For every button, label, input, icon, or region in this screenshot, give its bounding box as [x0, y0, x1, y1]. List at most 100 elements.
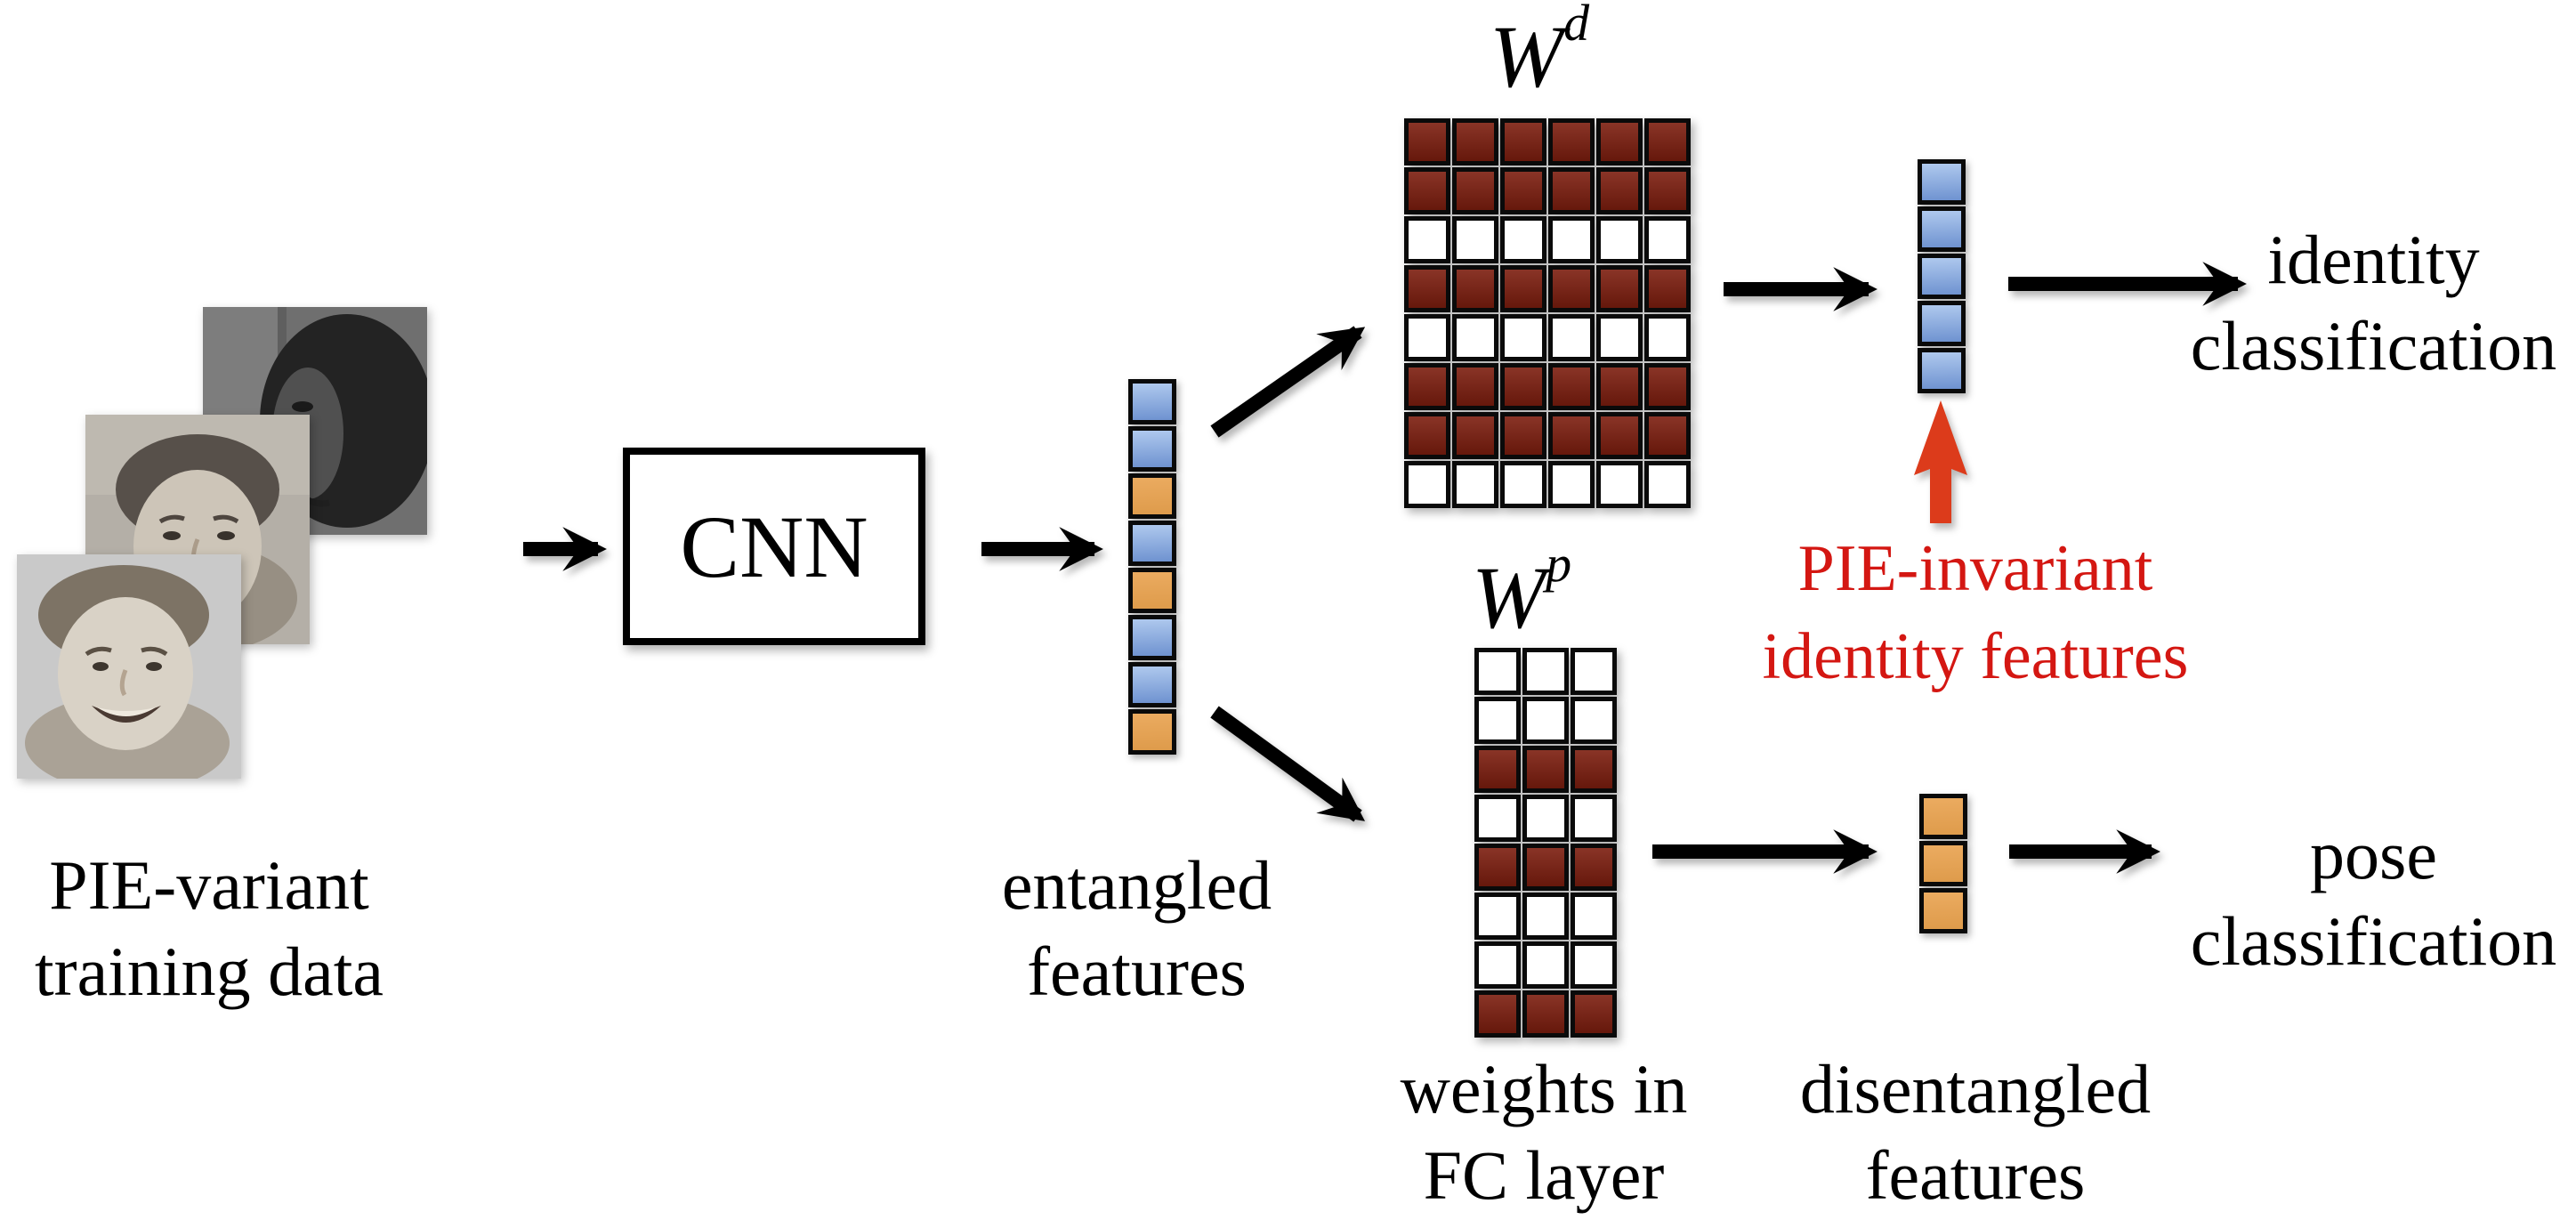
pie-invariant-line1: PIE-invariant [1797, 532, 2153, 605]
weight-cell-r5-c0 [1474, 893, 1521, 940]
pose-classification-line2: classification [2190, 902, 2557, 980]
weight-cell-r7-c0 [1404, 461, 1450, 508]
weight-cell-r2-c1 [1522, 746, 1569, 793]
weight-cell-r3-c3 [1548, 265, 1595, 312]
weight-cell-r6-c3 [1548, 412, 1595, 459]
wd-weight-matrix [1404, 118, 1691, 508]
weight-cell-r7-c2 [1571, 990, 1617, 1038]
weight-cell-r4-c5 [1644, 314, 1691, 361]
weight-cell-r2-c1 [1452, 216, 1498, 263]
weight-cell-r7-c1 [1522, 990, 1569, 1038]
weight-cell-r1-c1 [1452, 167, 1498, 214]
arrow-entangled-to-wp [1210, 706, 1366, 822]
training-data-line1: PIE-variant [49, 846, 369, 924]
weight-cell-r5-c1 [1522, 893, 1569, 940]
identity-classification-line1: identity [2267, 221, 2480, 298]
face-image [85, 415, 310, 644]
feature-cell-orange-2 [1919, 888, 1967, 933]
weight-cell-r0-c3 [1548, 118, 1595, 166]
weight-cell-r2-c2 [1500, 216, 1546, 263]
feature-cell-blue-1 [1918, 206, 1966, 252]
weight-cell-r2-c2 [1571, 746, 1617, 793]
disentangled-line1: disentangled [1799, 1050, 2152, 1127]
face-photo-frontal [85, 415, 310, 644]
weight-cell-r6-c4 [1596, 412, 1643, 459]
weight-cell-r3-c1 [1522, 795, 1569, 842]
weights-fc-line1: weights in [1400, 1050, 1688, 1127]
weight-cell-r6-c2 [1500, 412, 1546, 459]
weight-cell-r5-c3 [1548, 363, 1595, 410]
weight-cell-r1-c1 [1522, 697, 1569, 744]
weight-cell-r1-c4 [1596, 167, 1643, 214]
weight-cell-r2-c4 [1596, 216, 1643, 263]
weight-cell-r5-c2 [1571, 893, 1617, 940]
weight-cell-r3-c5 [1644, 265, 1691, 312]
wd-matrix-label: Wd [1441, 0, 1637, 108]
weight-cell-r1-c5 [1644, 167, 1691, 214]
feature-cell-blue-5 [1128, 615, 1176, 660]
pose-classification-line1: pose [2310, 816, 2437, 893]
face-photo-smiling [17, 554, 241, 779]
identity-classification-line2: classification [2190, 307, 2557, 384]
feature-cell-blue-0 [1918, 159, 1966, 205]
weight-cell-r5-c1 [1452, 363, 1498, 410]
feature-cell-blue-2 [1918, 254, 1966, 299]
weight-cell-r6-c0 [1404, 412, 1450, 459]
pose-classification-label: pose classification [2171, 812, 2576, 984]
entangled-line2: features [1027, 933, 1247, 1010]
weight-cell-r5-c0 [1404, 363, 1450, 410]
weight-cell-r0-c2 [1500, 118, 1546, 166]
weight-cell-r3-c0 [1474, 795, 1521, 842]
weight-cell-r4-c1 [1452, 314, 1498, 361]
feature-cell-blue-6 [1128, 662, 1176, 707]
weight-cell-r2-c3 [1548, 216, 1595, 263]
wp-matrix-label: Wp [1424, 534, 1619, 649]
weight-cell-r0-c4 [1596, 118, 1643, 166]
weight-cell-r6-c1 [1452, 412, 1498, 459]
weight-cell-r3-c4 [1596, 265, 1643, 312]
pie-invariant-annotation: PIE-invariant identity features [1744, 525, 2207, 701]
wp-weight-matrix [1474, 648, 1617, 1038]
training-data-line2: training data [34, 933, 384, 1010]
weight-cell-r2-c5 [1644, 216, 1691, 263]
weight-cell-r4-c3 [1548, 314, 1595, 361]
weight-cell-r6-c5 [1644, 412, 1691, 459]
weight-cell-r6-c2 [1571, 941, 1617, 989]
weights-fc-line2: FC layer [1423, 1136, 1665, 1214]
feature-cell-orange-7 [1128, 709, 1176, 755]
weight-cell-r1-c2 [1500, 167, 1546, 214]
weight-cell-r0-c2 [1571, 648, 1617, 695]
weight-cell-r7-c3 [1548, 461, 1595, 508]
weight-cell-r0-c5 [1644, 118, 1691, 166]
weight-cell-r7-c2 [1500, 461, 1546, 508]
weight-cell-r7-c5 [1644, 461, 1691, 508]
weight-cell-r2-c0 [1474, 746, 1521, 793]
weight-cell-r7-c1 [1452, 461, 1498, 508]
identity-classification-label: identity classification [2171, 216, 2576, 389]
weight-cell-r1-c0 [1404, 167, 1450, 214]
weight-cell-r5-c4 [1596, 363, 1643, 410]
weight-cell-r4-c0 [1404, 314, 1450, 361]
disentangled-features-label: disentangled features [1771, 1046, 2180, 1218]
wd-superscript: d [1563, 0, 1590, 52]
entangled-line1: entangled [1001, 846, 1272, 924]
feature-cell-orange-0 [1919, 794, 1967, 839]
weight-cell-r4-c2 [1571, 844, 1617, 891]
red-up-arrow [1914, 400, 1967, 523]
pie-invariant-line2: identity features [1762, 620, 2189, 693]
cnn-node: CNN [623, 448, 925, 645]
weight-cell-r0-c0 [1474, 648, 1521, 695]
feature-cell-orange-4 [1128, 568, 1176, 613]
weight-cell-r3-c1 [1452, 265, 1498, 312]
weights-fc-label: weights in FC layer [1370, 1046, 1717, 1218]
weight-cell-r6-c0 [1474, 941, 1521, 989]
feature-cell-blue-3 [1918, 301, 1966, 346]
training-data-label: PIE-variant training data [0, 842, 445, 1014]
entangled-features-label: entangled features [961, 842, 1312, 1014]
cnn-label: CNN [680, 497, 868, 596]
arrow-entangled-to-wd [1210, 326, 1366, 438]
feature-cell-blue-1 [1128, 426, 1176, 472]
weight-cell-r7-c4 [1596, 461, 1643, 508]
entangled-features-vector [1128, 379, 1176, 755]
